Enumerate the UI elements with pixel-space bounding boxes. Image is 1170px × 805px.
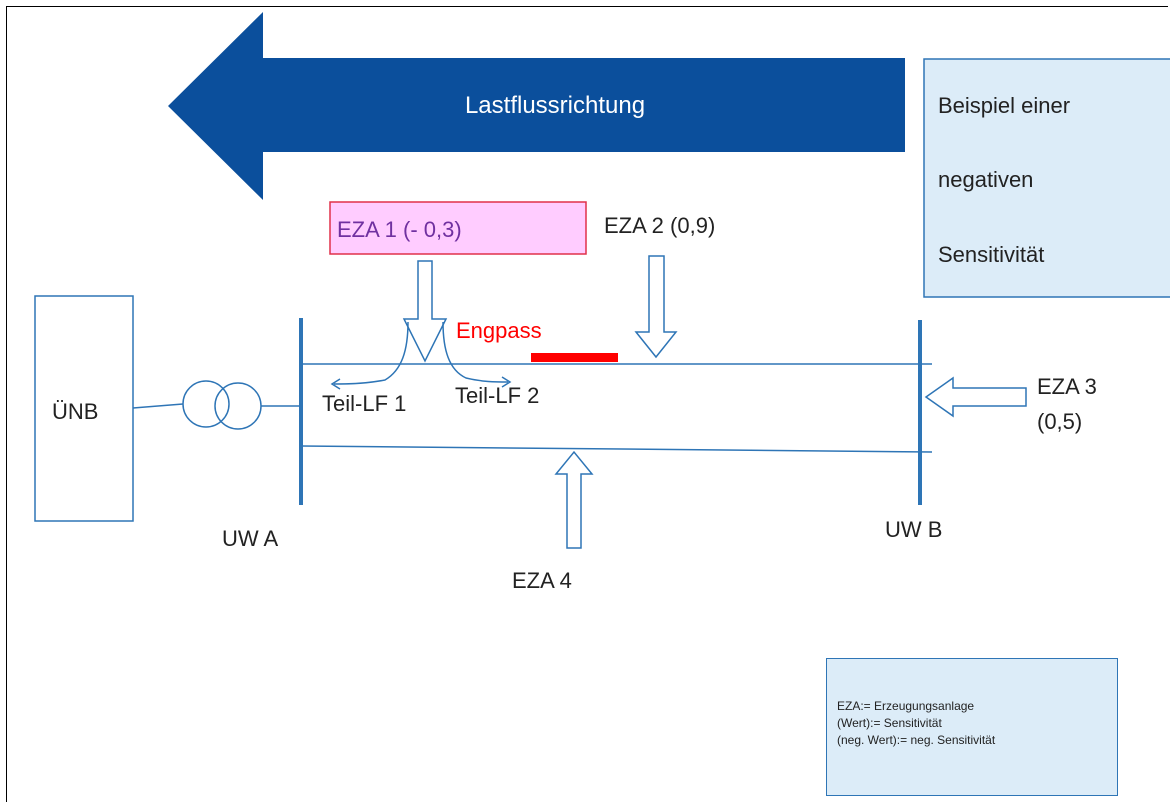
eza4-feed-arrow (554, 450, 594, 549)
eza1-label: EZA 1 (- 0,3) (337, 217, 462, 242)
congestion-marker (531, 353, 618, 362)
transformer-winding-1 (182, 380, 230, 428)
eza4-label: EZA 4 (512, 568, 572, 593)
legend-box: EZA:= Erzeugungsanlage (Wert):= Sensitiv… (826, 658, 1118, 796)
legend-line-1: EZA:= Erzeugungsanlage (837, 699, 975, 713)
diagram-frame (6, 6, 1168, 802)
eza3-label-line2: (0,5) (1037, 409, 1082, 434)
eza1-feed-arrow (402, 260, 448, 363)
eza3-feed-arrow (924, 376, 1027, 418)
eza2-label: EZA 2 (0,9) (604, 213, 715, 238)
partial-flow-2-arrowhead (501, 376, 512, 388)
info-line-1: Beispiel einer (938, 93, 1070, 118)
eza1-box (329, 201, 587, 255)
eza2-feed-arrow (634, 255, 678, 359)
info-box (923, 58, 1170, 298)
line-lower (300, 445, 933, 453)
partial-flow-1-curve (333, 321, 409, 385)
info-line-3: Sensitivität (938, 242, 1044, 267)
partial-flow-2-label: Teil-LF 2 (455, 383, 539, 408)
load-flow-arrow (168, 12, 905, 200)
substation-b-label: UW B (885, 517, 942, 542)
info-line-2: negativen (938, 167, 1033, 192)
uenb-connection (132, 403, 184, 409)
partial-flow-2-curve (442, 321, 509, 383)
partial-flow-1-arrowhead (330, 378, 341, 390)
load-flow-label: Lastflussrichtung (465, 92, 645, 119)
partial-flow-1-label: Teil-LF 1 (322, 391, 406, 416)
eza3-label-line1: EZA 3 (1037, 374, 1097, 399)
substation-a-label: UW A (222, 526, 279, 551)
legend-line-3: (neg. Wert):= neg. Sensitivität (837, 733, 996, 747)
uenb-box (34, 295, 134, 522)
uenb-label: ÜNB (52, 399, 98, 424)
legend-line-2: (Wert):= Sensitivität (837, 716, 942, 730)
congestion-label: Engpass (456, 318, 542, 343)
